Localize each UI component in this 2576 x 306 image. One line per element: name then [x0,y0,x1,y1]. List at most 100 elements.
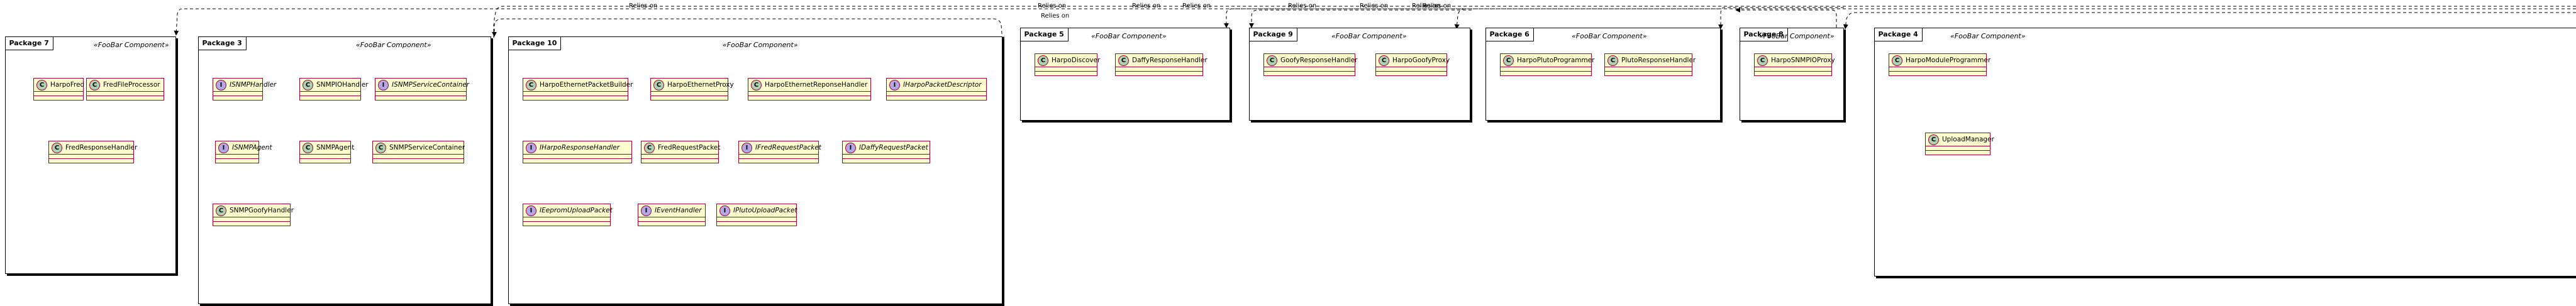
dependency-arrow [492,6,2576,37]
methods-compartment [641,158,718,163]
interface-icon: I [526,142,536,153]
class-name: HarpoFred [50,81,85,89]
edge-label: Relies on [1038,3,1066,9]
attributes-compartment [375,91,466,96]
interface-icon: I [216,79,226,90]
class-name: IHarpoResponseHandler [540,144,620,151]
methods-compartment [523,221,610,226]
package-title: Package 7 [4,36,53,50]
methods-compartment [748,96,870,100]
interface-icon: I [526,205,536,216]
class-icon: C [1379,55,1389,66]
methods-compartment [1501,71,1591,75]
attributes-compartment [1926,146,1990,150]
class-name: SNMPAgent [316,144,355,151]
class-name: GoofyResponseHandler [1280,57,1358,64]
class-name: FredRequestPacket [658,144,721,151]
attributes-compartment [87,91,164,96]
methods-compartment [717,221,796,226]
attributes-compartment [213,91,262,96]
class-name: PlutoResponseHandler [1621,57,1696,64]
attributes-compartment [641,154,718,158]
methods-compartment [373,158,464,163]
interface-box[interactable]: I IHarpoResponseHandler [523,141,632,163]
class-name: ISNMPAgent [232,144,272,151]
class-name: SNMPServiceContainer [389,144,465,151]
methods-compartment [300,158,350,163]
class-name: IPlutoUploadPacket [733,207,797,214]
package-title: Package 10 [508,36,562,50]
interface-box[interactable]: I ISNMPHandler [213,78,276,101]
class-name: HarpoSNMPIOProxy [1771,57,1835,64]
class-icon: C [644,142,655,153]
class-name: FredResponseHandler [65,144,138,151]
class-icon: C [52,142,62,153]
methods-compartment [887,96,986,100]
class-name: SNMPIOHandler [316,81,369,89]
class-name: IDaffyRequestPacket [859,144,928,151]
attributes-compartment [213,217,290,221]
class-name: HarpoGoofyProxy [1392,57,1450,64]
dependency-arrow [1454,8,1719,30]
attributes-compartment [651,91,728,96]
class-icon: C [375,142,386,153]
edge-label: Relies on [1288,3,1316,9]
class-name: HarpoEthernetPacketBuilder [540,81,633,89]
class-name: HarpoPlutoProgrammer [1517,57,1595,64]
attributes-compartment [216,154,258,158]
dependency-arrow [1718,7,1844,30]
interface-icon: I [741,142,752,153]
package-stereotype: «FooBar Component» [94,41,169,49]
dependency-arrow [493,18,1005,42]
class-name: ISNMPServiceContainer [392,81,470,89]
dependency-arrow [174,8,2576,36]
attributes-compartment [300,154,350,158]
class-name: ISNMPHandler [230,81,277,89]
methods-compartment [300,96,360,100]
methods-compartment [843,158,930,163]
class-icon: C [1757,55,1768,66]
methods-compartment [523,96,628,100]
methods-compartment [1116,71,1202,75]
methods-compartment [216,158,258,163]
attributes-compartment [373,154,464,158]
attributes-compartment [300,91,360,96]
